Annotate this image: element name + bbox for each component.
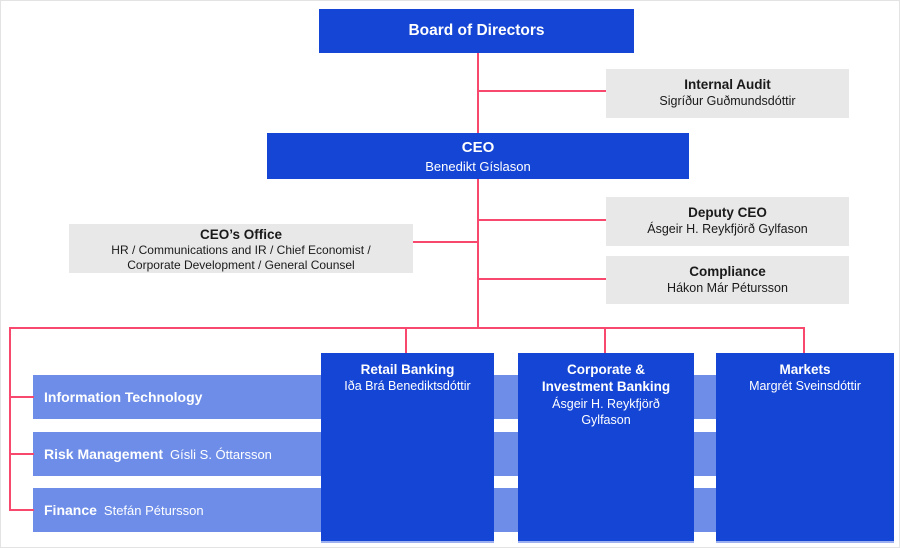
- connector-to-ceos-office: [413, 241, 478, 243]
- deputy-ceo-name: Ásgeir H. Reykfjörð Gylfason: [647, 222, 808, 236]
- ceo-title: CEO: [461, 139, 495, 156]
- ceos-office-title: CEO’s Office: [199, 227, 283, 242]
- connector-left-vertical: [9, 327, 11, 511]
- connector-to-deputy-ceo: [478, 219, 606, 221]
- connector-ceo-to-main: [477, 179, 479, 329]
- markets-name: Margrét Sveinsdóttir: [749, 379, 861, 393]
- node-markets: Markets Margrét Sveinsdóttir: [716, 353, 894, 543]
- connector-to-internal-audit: [478, 90, 606, 92]
- compliance-title: Compliance: [689, 264, 766, 279]
- connector-to-corporate-investment-banking: [604, 327, 606, 354]
- risk-management-name: Gísli S. Óttarsson: [170, 446, 272, 462]
- ceos-office-subtitle: HR / Communications and IR / Chief Econo…: [111, 243, 371, 272]
- risk-management-title: Risk Management: [44, 446, 164, 462]
- connector-to-markets: [803, 327, 805, 354]
- ceo-name: Benedikt Gíslason: [425, 159, 531, 174]
- node-compliance: Compliance Hákon Már Pétursson: [606, 256, 849, 304]
- connector-to-retail-banking: [405, 327, 407, 354]
- board-of-directors-title: Board of Directors: [408, 22, 545, 39]
- finance-title: Finance: [44, 502, 97, 518]
- node-ceos-office: CEO’s Office HR / Communications and IR …: [69, 224, 413, 273]
- compliance-name: Hákon Már Pétursson: [667, 281, 788, 295]
- retail-banking-name: Iða Brá Benediktsdóttir: [344, 379, 471, 393]
- node-ceo: CEO Benedikt Gíslason: [267, 133, 689, 179]
- node-board-of-directors: Board of Directors: [319, 9, 634, 53]
- connector-to-risk-management: [9, 453, 34, 455]
- connector-to-finance: [9, 509, 34, 511]
- internal-audit-title: Internal Audit: [684, 77, 771, 92]
- deputy-ceo-title: Deputy CEO: [688, 205, 767, 220]
- node-corporate-investment-banking: Corporate & Investment Banking Ásgeir H.…: [518, 353, 694, 543]
- connector-main-horizontal: [9, 327, 805, 329]
- corporate-investment-banking-title: Corporate & Investment Banking: [541, 362, 671, 394]
- corporate-investment-banking-name: Ásgeir H. Reykfjörð Gylfason: [552, 397, 660, 427]
- internal-audit-name: Sigríður Guðmundsdóttir: [659, 94, 796, 108]
- node-deputy-ceo: Deputy CEO Ásgeir H. Reykfjörð Gylfason: [606, 197, 849, 246]
- finance-name: Stefán Pétursson: [103, 502, 204, 518]
- node-retail-banking: Retail Banking Iða Brá Benediktsdóttir: [321, 353, 494, 543]
- retail-banking-title: Retail Banking: [360, 362, 455, 377]
- node-internal-audit: Internal Audit Sigríður Guðmundsdóttir: [606, 69, 849, 118]
- markets-title: Markets: [779, 362, 831, 377]
- connector-board-to-ceo: [477, 53, 479, 133]
- information-technology-title: Information Technology: [44, 389, 203, 405]
- connector-to-compliance: [478, 278, 606, 280]
- connector-to-information-technology: [9, 396, 34, 398]
